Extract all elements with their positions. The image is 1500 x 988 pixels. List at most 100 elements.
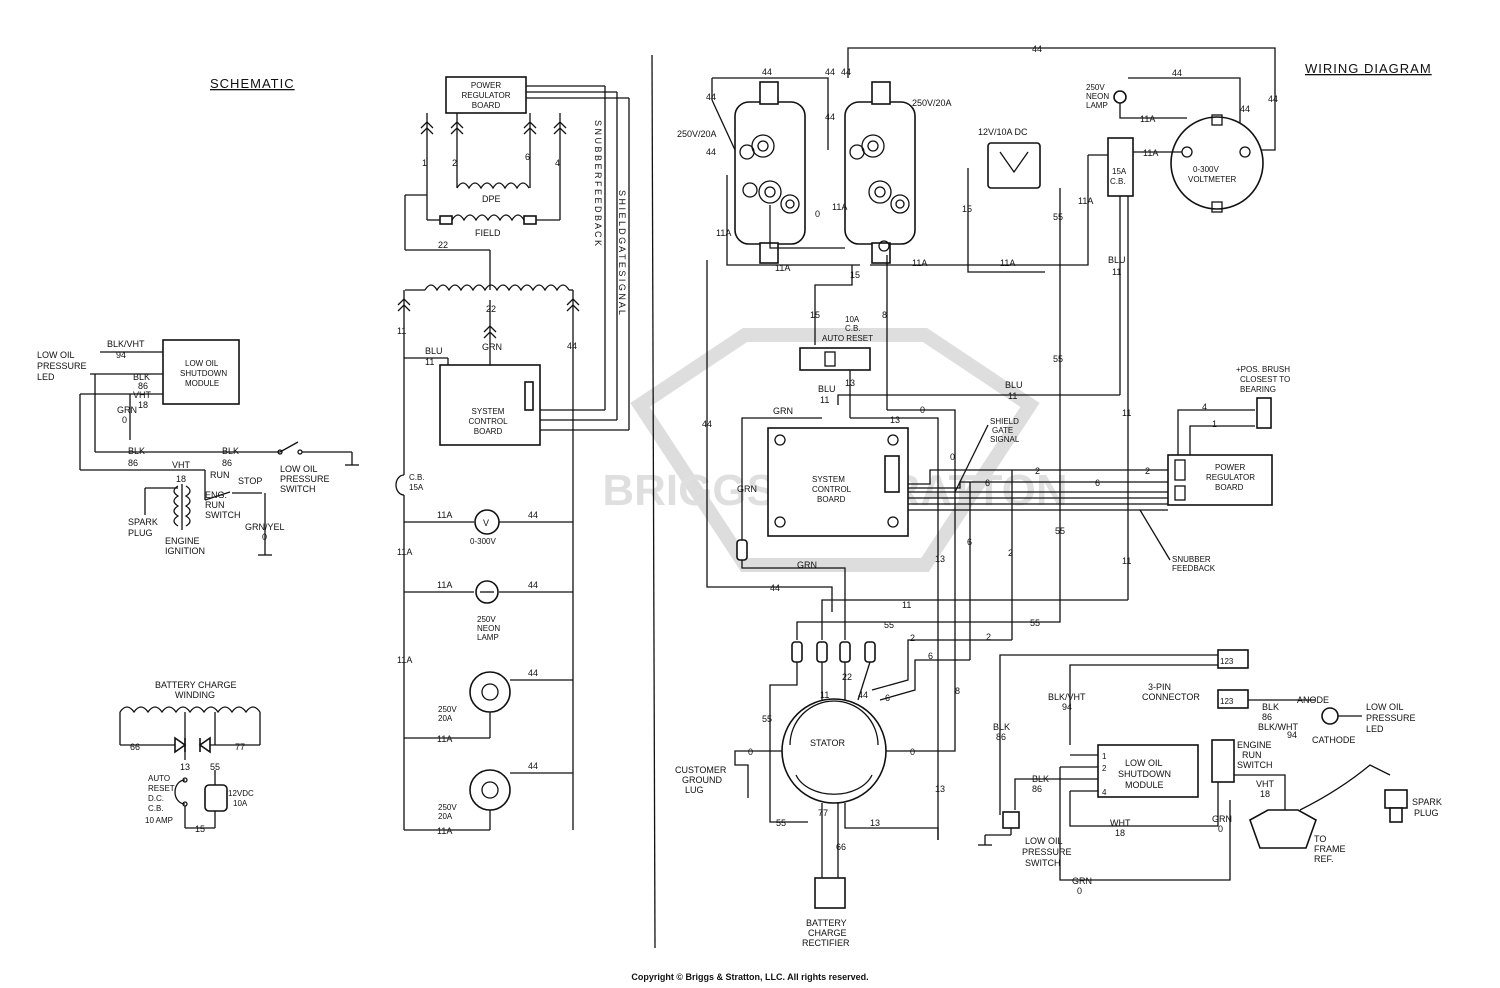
svg-text:55: 55 [884,620,894,630]
svg-text:BATTERY CHARGE: BATTERY CHARGE [155,680,237,690]
svg-text:66: 66 [130,742,140,752]
svg-text:LOW OIL: LOW OIL [280,464,318,474]
svg-text:20A: 20A [438,812,453,821]
svg-text:BOARD: BOARD [472,101,501,110]
svg-text:11: 11 [1122,556,1131,566]
svg-text:86: 86 [1262,712,1272,722]
svg-text:SHUTDOWN: SHUTDOWN [1118,769,1171,779]
svg-text:77: 77 [818,808,828,818]
svg-text:15: 15 [850,270,860,280]
svg-text:86: 86 [1032,784,1042,794]
svg-text:0: 0 [815,209,820,219]
dc-outlet-12v: 12V/10A DC 15 11A 55 55 55 [962,127,1065,536]
svg-text:0-300V: 0-300V [1193,165,1219,174]
svg-text:10A: 10A [845,315,860,324]
svg-text:LUG: LUG [685,785,704,795]
svg-text:BATTERY: BATTERY [806,918,847,928]
prb-output-wires: 1 2 6 4 [420,113,567,195]
svg-text:55: 55 [1053,212,1063,222]
cb-10a-auto-reset: 15 15 10A C.B. AUTO RESET 13 [799,265,873,418]
svg-text:C.B.: C.B. [409,473,425,482]
svg-text:44: 44 [702,419,712,429]
svg-text:94: 94 [1062,702,1072,712]
svg-text:44: 44 [1172,68,1182,78]
prb-signal-lines: S N U B B E R F E E D B A C K S H I E L … [526,85,630,430]
svg-text:2: 2 [1145,466,1150,476]
top-44-wiring: 44 44 44 44 44 44 44 44 44 44 [706,44,1278,151]
svg-text:13: 13 [935,554,945,564]
svg-text:PRESSURE: PRESSURE [37,361,87,371]
svg-text:BOARD: BOARD [1215,483,1244,492]
svg-text:SYSTEM: SYSTEM [472,407,505,416]
svg-text:6: 6 [525,152,530,162]
section-divider [651,54,656,949]
svg-text:4: 4 [555,158,560,168]
svg-text:LED: LED [37,372,55,382]
svg-text:BLK: BLK [993,722,1010,732]
svg-text:RESET: RESET [148,784,175,793]
svg-text:CUSTOMER: CUSTOMER [675,765,727,775]
ignition-coil-schematic: SPARK PLUG ENGINE IGNITION [128,484,205,556]
svg-text:BOARD: BOARD [817,495,846,504]
svg-text:CONTROL: CONTROL [468,417,508,426]
svg-text:2: 2 [1102,764,1107,773]
svg-text:250V: 250V [438,803,457,812]
svg-text:0: 0 [1077,886,1082,896]
svg-text:123: 123 [1220,697,1234,706]
svg-text:V: V [483,518,489,528]
svg-text:BLK/WHT: BLK/WHT [1258,722,1299,732]
wiring-diagram-title: WIRING DIAGRAM [1305,61,1432,76]
svg-text:13: 13 [180,762,190,772]
svg-text:11: 11 [425,357,434,367]
svg-text:LOW OIL: LOW OIL [1125,758,1163,768]
svg-text:VOLTMETER: VOLTMETER [1188,175,1237,184]
cb-15a-wiring: 15A C.B. 11A BLU 11 11 11 [870,137,1134,600]
svg-text:11A: 11A [832,202,847,212]
svg-text:15: 15 [195,824,205,834]
svg-text:44: 44 [825,67,835,77]
svg-text:ANODE: ANODE [1297,695,1329,705]
svg-text:13: 13 [870,818,880,828]
svg-text:11A: 11A [437,826,452,836]
svg-text:18: 18 [1115,828,1125,838]
stator-wiring: STATOR 0 CUSTOMER GROUND LUG 0 55 77 66 … [675,698,956,948]
svg-text:250V: 250V [477,615,496,624]
svg-text:11: 11 [820,395,829,405]
stator-feed-wires: 6 2 44 44 GRN 11 55 55 2 2 6 6 [702,260,1128,703]
svg-text:POWER: POWER [471,81,501,90]
svg-text:BLU: BLU [1108,255,1126,265]
neon-lamp-wiring: 250V NEON LAMP 11A [1086,83,1187,124]
power-regulator-board-wiring: POWER REGULATOR BOARD +POS. BRUSH CLOSES… [908,365,1290,506]
svg-text:250V: 250V [438,705,457,714]
svg-text:2: 2 [1035,466,1040,476]
shield-gate-signal-label: S H I E L D G A T E S I G N A L [617,190,627,315]
svg-text:NEON: NEON [1086,92,1109,101]
svg-text:44: 44 [841,67,851,77]
svg-text:94: 94 [116,350,126,360]
svg-text:SWITCH: SWITCH [205,510,241,520]
svg-text:0-300V: 0-300V [470,537,496,546]
svg-text:WINDING: WINDING [175,690,215,700]
main-winding-schematic: 22 22 GRN 11 44 BLU 11 [397,194,580,830]
svg-text:44: 44 [528,668,538,678]
svg-text:44: 44 [858,690,868,700]
svg-text:GROUND: GROUND [682,775,722,785]
svg-text:ENGINE: ENGINE [1237,740,1272,750]
svg-text:11: 11 [1008,391,1017,401]
svg-text:SWITCH: SWITCH [1237,760,1273,770]
svg-text:55: 55 [1053,354,1063,364]
svg-text:10A: 10A [233,799,248,808]
svg-text:GRN: GRN [1212,814,1232,824]
svg-text:15: 15 [810,310,820,320]
svg-text:BEARING: BEARING [1240,385,1276,394]
svg-text:GRN: GRN [773,406,793,416]
svg-text:IGNITION: IGNITION [165,546,205,556]
svg-text:0: 0 [920,405,925,415]
svg-text:6: 6 [985,478,990,488]
battery-charge-winding-schematic: BATTERY CHARGE WINDING 66 77 13 55 AUTO … [119,680,261,834]
svg-text:0: 0 [122,415,127,425]
svg-text:44: 44 [1268,94,1278,104]
svg-text:12VDC: 12VDC [228,789,254,798]
svg-text:LOW OIL: LOW OIL [1366,702,1404,712]
svg-text:SYSTEM: SYSTEM [812,475,845,484]
